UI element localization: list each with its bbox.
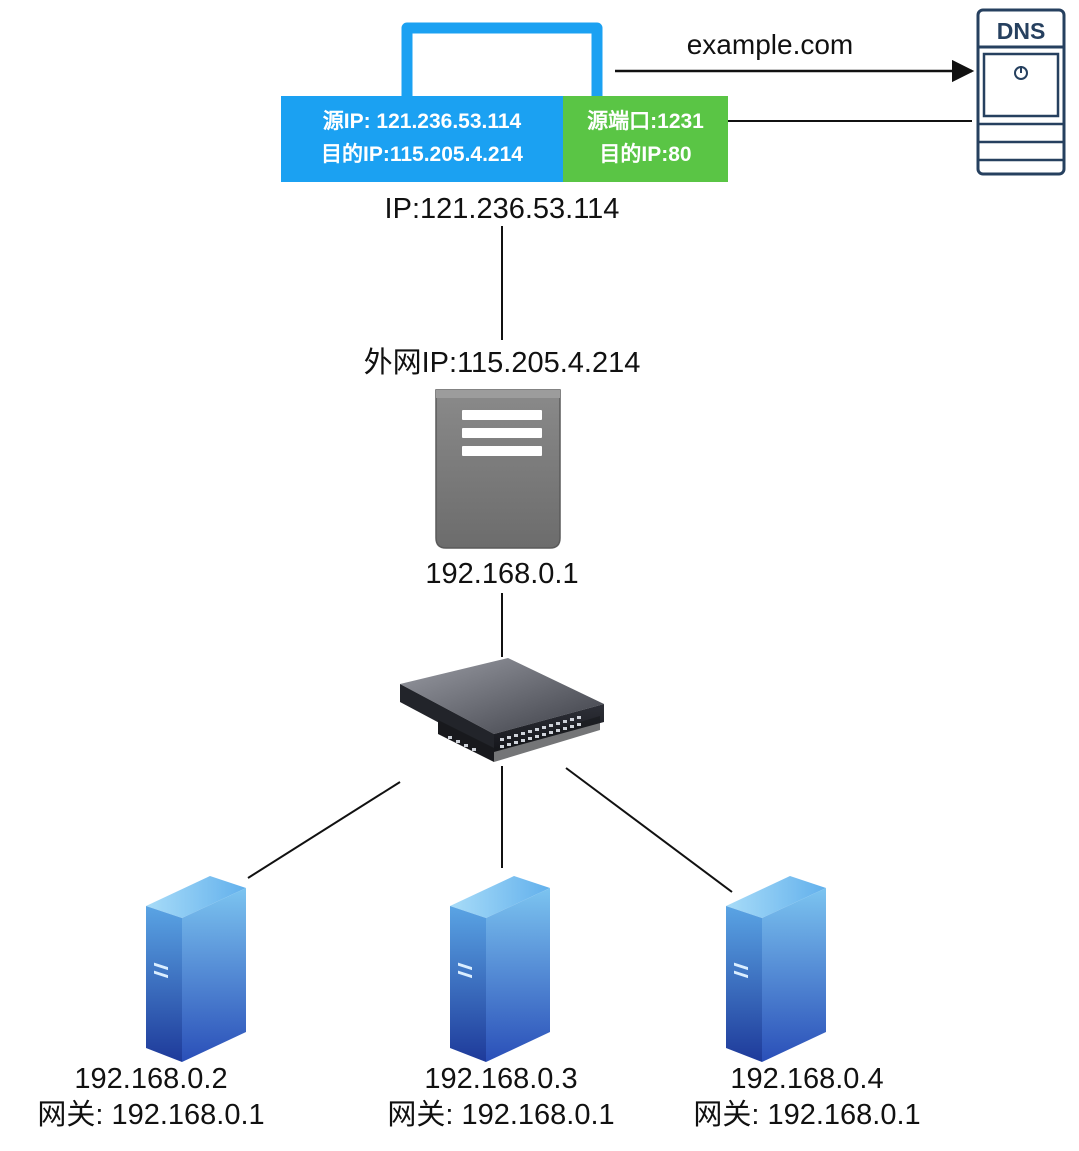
host-1-gateway: 网关: 192.168.0.1 xyxy=(37,1099,265,1131)
packet-header-port: 源端口:1231 目的IP:80 xyxy=(563,96,728,182)
dns-server-icon: DNS xyxy=(976,8,1066,176)
link-switch-host-3 xyxy=(565,767,733,893)
public-ip-label: IP:121.236.53.114 xyxy=(384,193,620,225)
packet-dst-ip: 目的IP:115.205.4.214 xyxy=(321,143,523,166)
dns-query-label: example.com xyxy=(686,29,854,60)
packet-src-port: 源端口:1231 xyxy=(587,110,704,133)
link-switch-host-1 xyxy=(247,781,401,879)
router-lan-label: 192.168.0.1 xyxy=(425,558,579,590)
switch-icon xyxy=(400,658,604,762)
dns-label: DNS xyxy=(997,18,1046,44)
host-server-icon-3 xyxy=(726,876,826,1062)
packet-header-ip: 源IP: 121.236.53.114 目的IP:115.205.4.214 xyxy=(281,96,563,182)
switch-ports xyxy=(448,716,581,751)
host-server-icon-1 xyxy=(146,876,246,1062)
router-icon xyxy=(435,389,561,549)
host-3-gateway: 网关: 192.168.0.1 xyxy=(693,1099,921,1131)
packet-loop xyxy=(401,22,603,96)
router-wan-label: 外网IP:115.205.4.214 xyxy=(363,347,641,379)
host-2-gateway: 网关: 192.168.0.1 xyxy=(387,1099,615,1131)
host-2-ip: 192.168.0.3 xyxy=(424,1063,578,1095)
host-1-ip: 192.168.0.2 xyxy=(74,1063,228,1095)
host-3-ip: 192.168.0.4 xyxy=(730,1063,884,1095)
host-server-icon-2 xyxy=(450,876,550,1062)
packet-dst-port: 目的IP:80 xyxy=(599,143,692,166)
packet-src-ip: 源IP: 121.236.53.114 xyxy=(322,110,522,133)
